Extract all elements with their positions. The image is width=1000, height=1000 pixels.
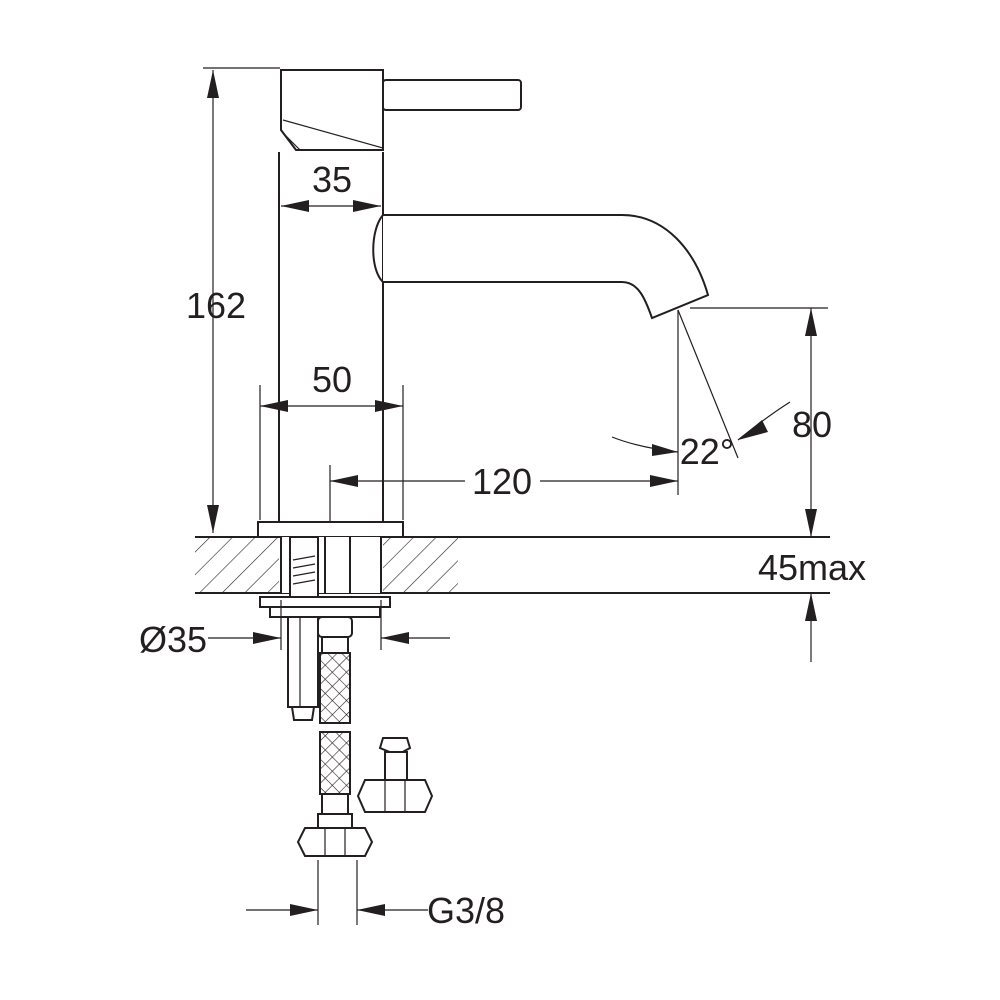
dim-base-width: 50 (312, 359, 352, 400)
dimension-lines (203, 67, 828, 925)
dim-spout-angle: 22° (680, 431, 734, 472)
faucet-body (257, 69, 710, 538)
dim-spout-height: 80 (792, 404, 832, 445)
dimension-labels: 162 35 50 120 80 22° 45max Ø35 G3/8 (139, 159, 866, 931)
dim-counter-thickness: 45max (758, 547, 866, 588)
dim-body-diameter: 35 (312, 159, 352, 200)
dim-connection-thread: G3/8 (427, 890, 505, 931)
dim-total-height: 162 (186, 285, 246, 326)
dim-spout-reach: 120 (472, 461, 532, 502)
dim-hole-diameter: Ø35 (139, 619, 207, 660)
mounting-assembly (259, 536, 434, 857)
